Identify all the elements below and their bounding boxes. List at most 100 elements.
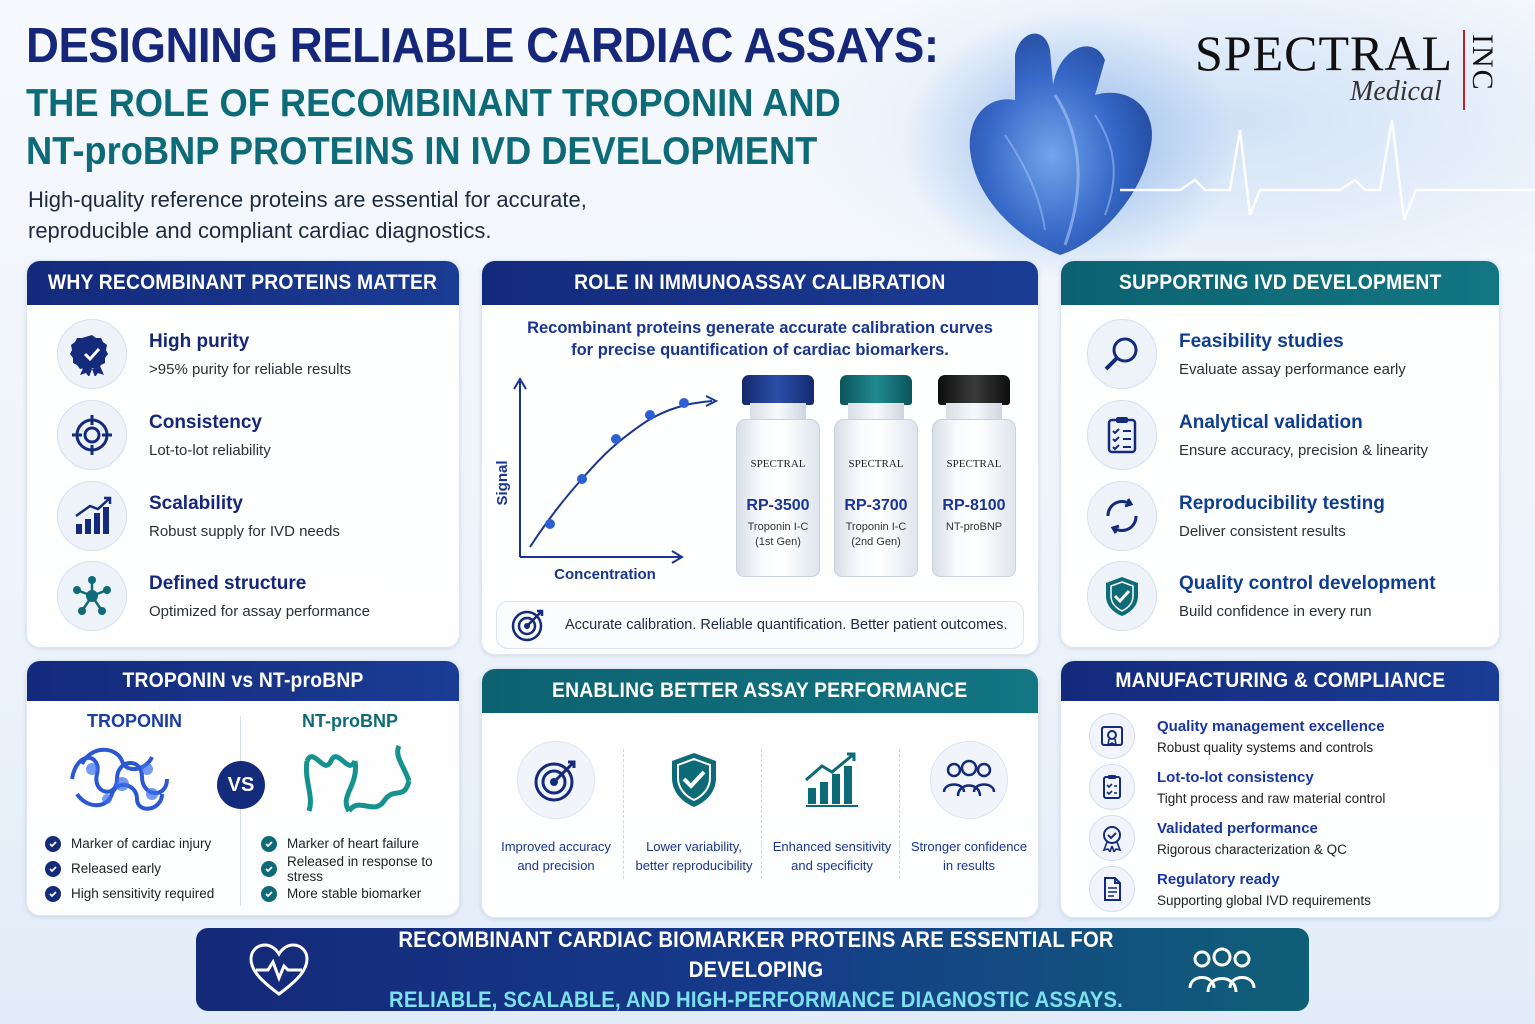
bullseye-icon <box>517 741 595 819</box>
vial-name: Troponin I-C (2nd Gen) <box>834 520 918 550</box>
versus-card: TROPONIN vs NT-proBNP TROPONIN NT-proBNP… <box>26 660 460 916</box>
check-item: Marker of heart failure <box>261 831 459 856</box>
feature-title: Scalability <box>149 493 243 514</box>
molecule-icon <box>57 561 127 631</box>
checklist-icon <box>1089 764 1135 810</box>
vial-logo: SPECTRAL <box>946 458 1002 470</box>
support-desc: Build confidence in every run <box>1179 603 1372 620</box>
logo-divider <box>1463 30 1465 110</box>
heart-pulse-icon <box>249 943 309 996</box>
supporting-card: SUPPORTING IVD DEVELOPMENT Feasibility s… <box>1060 260 1500 648</box>
vial-rp-3700: SPECTRAL RP-3700 Troponin I-C (2nd Gen) <box>834 375 918 585</box>
mfg-title: Lot-to-lot consistency <box>1157 768 1314 786</box>
calibration-tagline: Accurate calibration. Reliable quantific… <box>496 601 1024 649</box>
tagline-text: Accurate calibration. Reliable quantific… <box>565 617 1008 633</box>
mfg-lot-consistency: Lot-to-lot consistency Tight process and… <box>1089 764 1385 810</box>
vial-cap <box>840 375 912 405</box>
vial-name-line-2: (1st Gen) <box>755 536 801 548</box>
people-group-icon <box>1188 947 1256 993</box>
vial-body <box>932 419 1016 577</box>
check-text: Marker of heart failure <box>287 836 420 851</box>
support-feasibility: Feasibility studies Evaluate assay perfo… <box>1087 319 1406 389</box>
brand-logo: SPECTRAL Medical INC <box>1195 22 1505 112</box>
perf-line-1: Lower variability, <box>646 839 742 854</box>
feature-desc: Optimized for assay performance <box>149 603 370 620</box>
vial-code: RP-8100 <box>942 497 1006 514</box>
page-title: DESIGNING RELIABLE CARDIAC ASSAYS: <box>26 19 939 73</box>
ntprobnp-points: Marker of heart failure Released in resp… <box>261 831 459 906</box>
vial-name-line-1: Troponin I-C <box>747 521 809 533</box>
troponin-points: Marker of cardiac injury Released early … <box>45 831 214 906</box>
growth-chart-icon <box>793 741 871 819</box>
bottom-banner: RECOMBINANT CARDIAC BIOMARKER PROTEINS A… <box>196 927 1309 1012</box>
mfg-desc: Rigorous characterization & QC <box>1157 841 1347 857</box>
heart-illustration-icon <box>969 33 1152 256</box>
shield-check-icon <box>655 741 733 819</box>
vial-cap <box>742 375 814 405</box>
logo-inc: INC <box>1466 34 1499 92</box>
perf-line-2: in results <box>942 858 996 873</box>
intro-text: High-quality reference proteins are esse… <box>28 184 688 246</box>
perf-line-1: Improved accuracy <box>501 839 611 854</box>
target-crosshair-icon <box>57 400 127 470</box>
mfg-desc: Supporting global IVD requirements <box>1157 892 1371 908</box>
intro-line-2: reproducible and compliant cardiac diagn… <box>28 218 492 243</box>
vial-neck <box>750 403 806 421</box>
perf-label: Lower variability, better reproducibility <box>625 837 763 875</box>
check-item: High sensitivity required <box>45 881 214 906</box>
feature-title: Consistency <box>149 412 262 433</box>
check-text: High sensitivity required <box>71 886 215 901</box>
check-item: Released in response to stress <box>261 854 459 884</box>
calibration-card: ROLE IN IMMUNOASSAY CALIBRATION Recombin… <box>481 260 1039 655</box>
check-icon <box>261 885 277 902</box>
perf-line-2: and specificity <box>791 858 873 873</box>
vs-badge: VS <box>217 761 265 809</box>
vial-body <box>736 419 820 577</box>
heading-line-2: THE ROLE OF RECOMBINANT TROPONIN AND <box>26 82 841 125</box>
performance-heading: ENABLING BETTER ASSAY PERFORMANCE <box>482 669 1038 713</box>
support-title: Analytical validation <box>1179 412 1363 433</box>
vial-name-line-1: NT-proBNP <box>945 521 1003 533</box>
vial-code: RP-3700 <box>844 497 908 514</box>
support-reproducibility: Reproducibility testing Deliver consiste… <box>1087 481 1385 551</box>
ntprobnp-title: NT-proBNP <box>302 711 398 731</box>
ntprobnp-protein-icon <box>303 744 412 813</box>
support-desc: Deliver consistent results <box>1179 523 1346 540</box>
check-item: More stable biomarker <box>261 881 459 906</box>
vial-neck <box>848 403 904 421</box>
support-title: Quality control development <box>1179 573 1436 594</box>
check-text: Released early <box>71 861 162 876</box>
mfg-regulatory-ready: Regulatory ready Supporting global IVD r… <box>1089 866 1371 912</box>
check-icon <box>261 835 277 852</box>
vial-cap <box>938 375 1010 405</box>
check-icon <box>45 835 61 852</box>
vial-rp-3500: SPECTRAL RP-3500 Troponin I-C (1st Gen) <box>736 375 820 585</box>
support-quality-control: Quality control development Build confid… <box>1087 561 1436 631</box>
manufacturing-card: MANUFACTURING & COMPLIANCE Quality manag… <box>1060 660 1500 918</box>
target-arrow-icon <box>511 609 544 642</box>
banner-text: RECOMBINANT CARDIAC BIOMARKER PROTEINS A… <box>316 925 1196 1015</box>
banner-line-1: RECOMBINANT CARDIAC BIOMARKER PROTEINS A… <box>398 926 1114 982</box>
ecg-line-icon <box>1120 119 1535 221</box>
support-analytical: Analytical validation Ensure accuracy, p… <box>1087 400 1428 470</box>
feature-desc: Robust supply for IVD needs <box>149 523 340 540</box>
check-item: Released early <box>45 856 214 881</box>
troponin-protein-icon <box>70 747 169 811</box>
mfg-title: Validated performance <box>1157 819 1318 837</box>
vial-name: Troponin I-C (1st Gen) <box>736 520 820 550</box>
check-item: Marker of cardiac injury <box>45 831 214 856</box>
feature-title: High purity <box>149 331 250 352</box>
intro-line-1: High-quality reference proteins are esse… <box>28 187 587 212</box>
feature-title: Defined structure <box>149 573 307 594</box>
feature-high-purity: High purity >95% purity for reliable res… <box>57 319 351 389</box>
clipboard-check-icon <box>1087 400 1157 470</box>
support-title: Feasibility studies <box>1179 331 1344 352</box>
support-desc: Evaluate assay performance early <box>1179 361 1406 378</box>
mfg-desc: Robust quality systems and controls <box>1157 739 1374 755</box>
perf-line-2: better reproducibility <box>635 858 753 873</box>
bar-chart-up-icon <box>57 481 127 551</box>
